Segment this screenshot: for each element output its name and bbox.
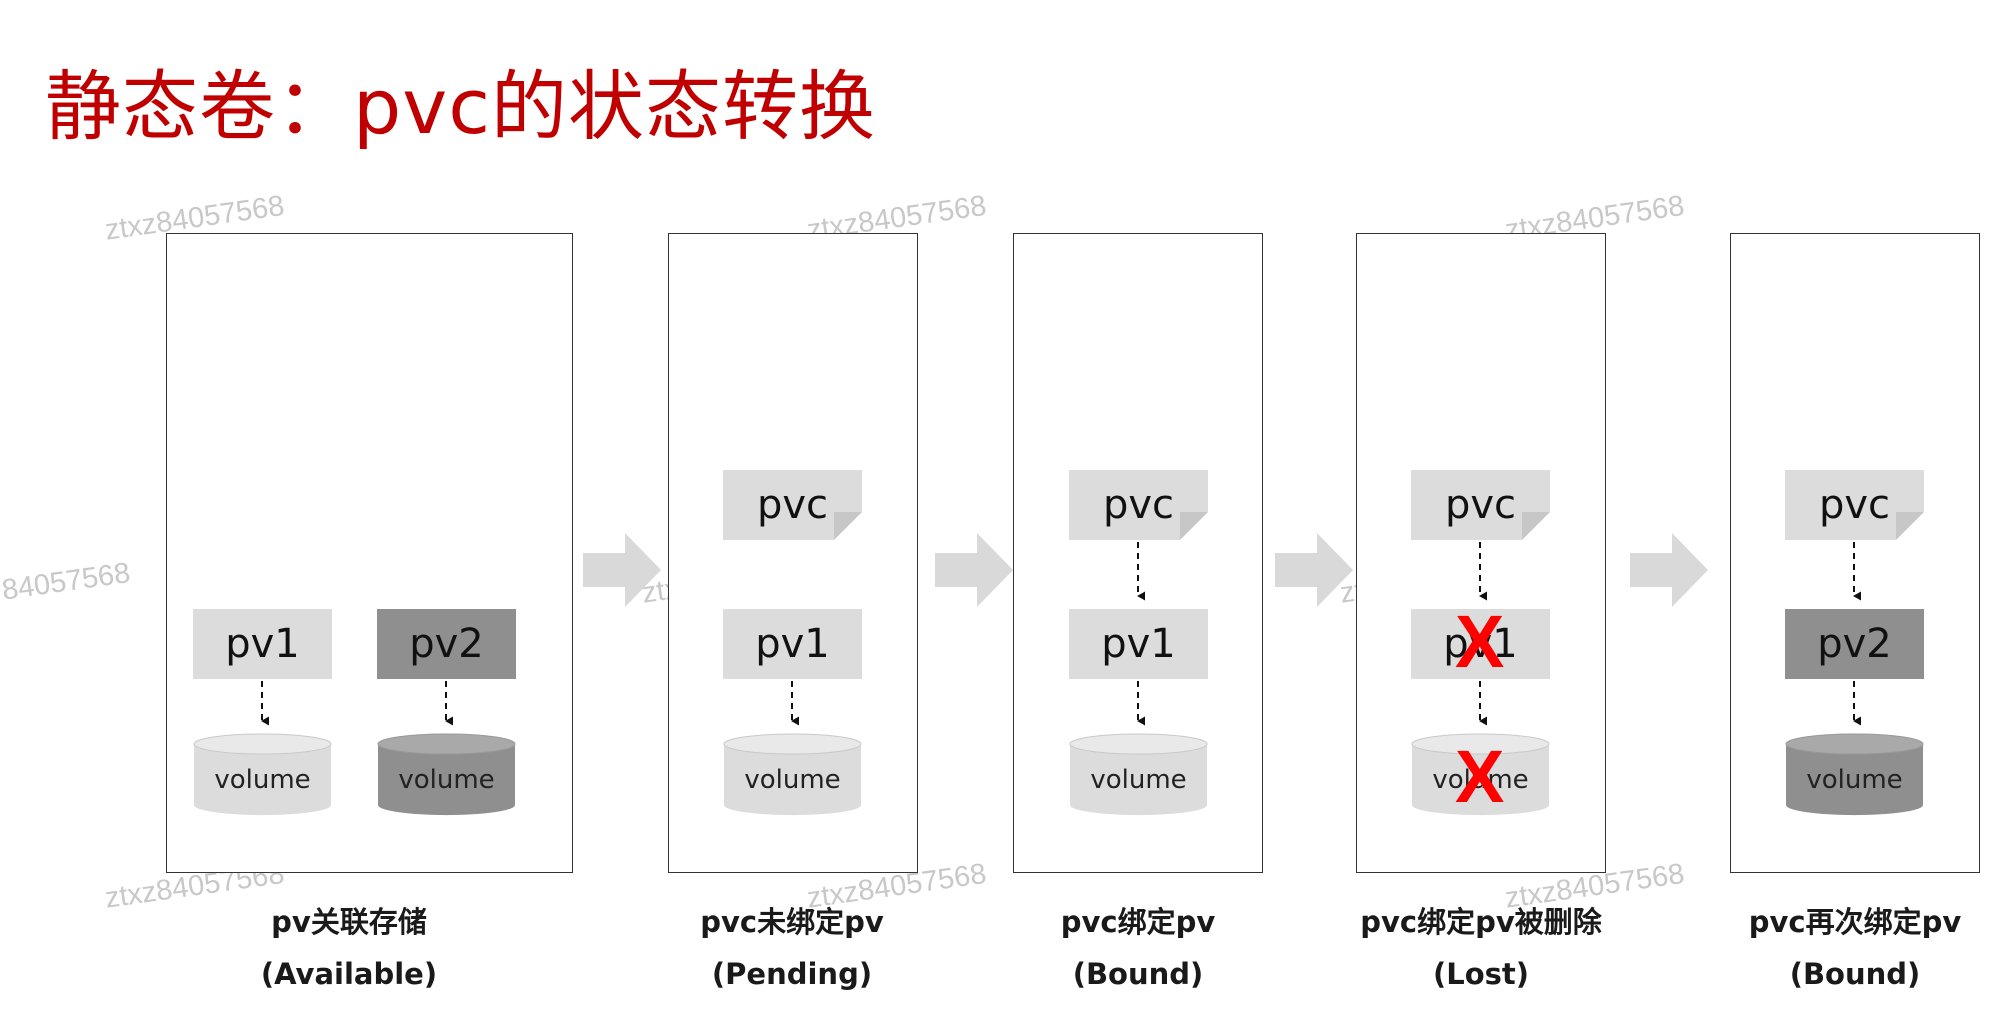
stage-caption: pvc再次绑定pv (Bound) (1675, 896, 2009, 1000)
dashed-arrow (1137, 542, 1145, 601)
volume-label: volume (1806, 765, 1903, 795)
pv1-label: pv1 (225, 621, 300, 667)
stage-title: pvc再次绑定pv (1748, 905, 1962, 939)
pv2-label: pv2 (1817, 621, 1892, 667)
stage-title: pvc绑定pv (1060, 905, 1216, 939)
volume-label: volume (398, 765, 495, 795)
stage-state: (Bound) (1789, 957, 1921, 991)
volume-cylinder-dark: volume (1785, 733, 1924, 817)
stage-state: (Pending) (711, 957, 873, 991)
stage-caption: pvc绑定pv被删除 (Lost) (1301, 896, 1661, 1000)
dashed-arrow (261, 681, 269, 726)
pvc-label: pvc (1818, 482, 1891, 528)
pvc-box: pvc (1069, 470, 1208, 540)
stage-title: pvc未绑定pv (700, 905, 884, 939)
pv1-label: pv1 (755, 621, 830, 667)
volume-cylinder: volume (723, 733, 862, 817)
dashed-arrow (1853, 681, 1861, 726)
dashed-arrow (791, 681, 799, 726)
volume-label: volume (1432, 765, 1529, 795)
pvc-label: pvc (756, 482, 829, 528)
stage-caption: pv关联存储 (Available) (169, 896, 529, 1000)
dashed-arrow (1853, 542, 1861, 601)
stage-state: (Lost) (1432, 957, 1530, 991)
volume-label: volume (214, 765, 311, 795)
arrow-right-icon (935, 533, 1013, 607)
pv1-label: pv1 (1101, 621, 1176, 667)
dashed-arrow (1479, 681, 1487, 726)
volume-cylinder: volume (1069, 733, 1208, 817)
stage-title: pvc绑定pv被删除 (1360, 905, 1602, 939)
pv1-box: pv1 (193, 609, 332, 679)
arrow-right-icon (1275, 533, 1353, 607)
arrow-right-icon (1630, 533, 1708, 607)
pv2-box: pv2 (1785, 609, 1924, 679)
volume-cylinder: volume (193, 733, 332, 817)
pvc-box: pvc (723, 470, 862, 540)
dashed-arrow (1479, 542, 1487, 601)
pv1-box: pv1 (723, 609, 862, 679)
deleted-cross-icon: X (1455, 735, 1505, 818)
pvc-label: pvc (1102, 482, 1175, 528)
dashed-arrow (445, 681, 453, 726)
pv2-label: pv2 (409, 621, 484, 667)
stage-caption: pvc绑定pv (Bound) (958, 896, 1318, 1000)
deleted-cross-icon: X (1455, 600, 1505, 683)
stage-state: (Bound) (1072, 957, 1204, 991)
watermark: 84057568 (0, 557, 133, 607)
stage-state: (Available) (260, 957, 438, 991)
pv1-box: pv1 (1069, 609, 1208, 679)
pvc-box: pvc (1785, 470, 1924, 540)
dashed-arrow (1137, 681, 1145, 726)
pv2-box: pv2 (377, 609, 516, 679)
volume-label: volume (1090, 765, 1187, 795)
pvc-label: pvc (1444, 482, 1517, 528)
volume-cylinder: volume (1411, 733, 1550, 817)
volume-label: volume (744, 765, 841, 795)
page-title: 静态卷：pvc的状态转换 (45, 62, 877, 151)
pv1-label: pv1 (1443, 621, 1518, 667)
arrow-right-icon (583, 533, 661, 607)
stage-caption: pvc未绑定pv (Pending) (612, 896, 972, 1000)
pvc-box: pvc (1411, 470, 1550, 540)
volume-cylinder-dark: volume (377, 733, 516, 817)
stage-title: pv关联存储 (271, 905, 427, 939)
pv1-box: pv1 (1411, 609, 1550, 679)
